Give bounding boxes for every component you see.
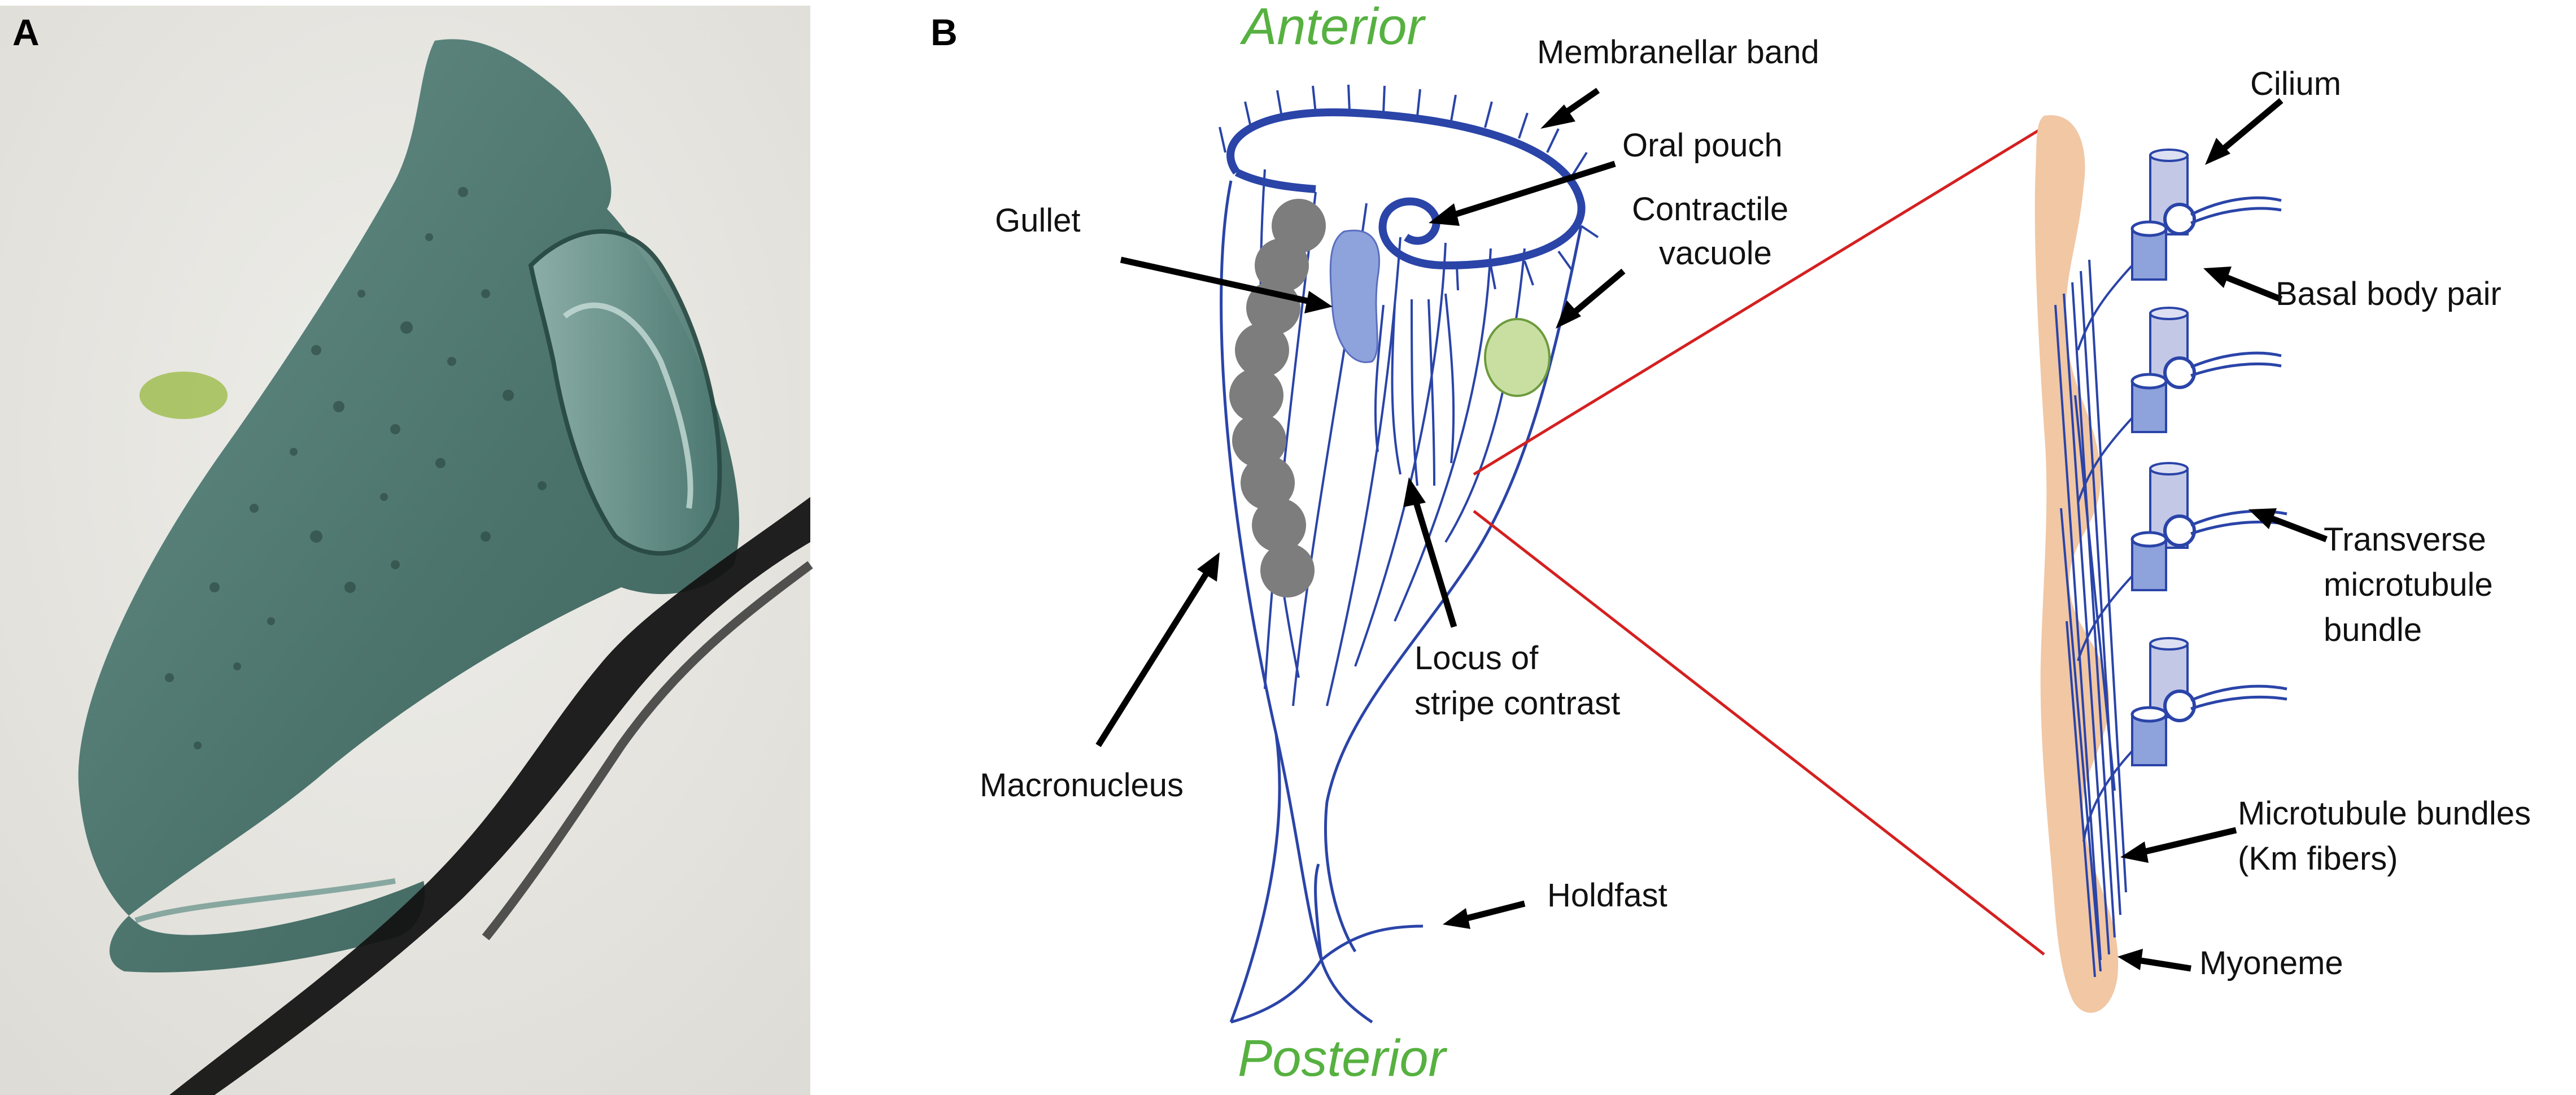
algae-particle <box>139 372 228 419</box>
contractile-vacuole <box>1484 318 1551 397</box>
label-oral-pouch: Oral pouch <box>1622 127 1783 164</box>
label-transverse-1: Transverse <box>2324 521 2486 558</box>
label-holdfast: Holdfast <box>1547 877 1667 914</box>
label-myoneme: Myoneme <box>2199 945 2343 981</box>
cell-outline-left <box>1220 180 1281 1023</box>
arrow-locus <box>1403 477 1457 628</box>
label-posterior: Posterior <box>1238 1029 1447 1087</box>
label-contractile-1: Contractile <box>1632 191 1788 228</box>
label-km-2: (Km fibers) <box>2238 840 2398 877</box>
holdfast-structure <box>1230 734 1424 1024</box>
label-contractile-2: vacuole <box>1659 235 1772 272</box>
ciliary-unit-4 <box>2082 637 2287 842</box>
substrate-strand <box>169 497 810 1095</box>
cortex-detail <box>2034 115 2287 1013</box>
label-anterior: Anterior <box>1239 0 1426 55</box>
arrow-membranellar-band <box>1540 88 1600 129</box>
label-transverse-2: microtubule <box>2324 566 2493 603</box>
label-locus-2: stripe contrast <box>1414 685 1620 722</box>
arrow-gullet <box>1120 256 1333 313</box>
stentor-oral-lip <box>562 302 693 509</box>
membranellar-cilia <box>1219 84 1599 291</box>
arrow-holdfast <box>1443 900 1526 929</box>
arrow-myoneme <box>2117 949 2191 972</box>
cell-diagram <box>1219 84 1599 1024</box>
stentor-tail-inner <box>134 878 396 923</box>
ciliary-unit-1 <box>2077 149 2282 351</box>
micrograph-panel <box>0 6 813 1095</box>
arrow-cilium <box>2205 98 2284 165</box>
arrow-basal-body-pair <box>2203 267 2283 303</box>
label-macronucleus: Macronucleus <box>980 767 1184 804</box>
gullet <box>1329 229 1380 363</box>
label-cilium: Cilium <box>2250 66 2341 102</box>
pointer-arrows <box>1095 88 2328 972</box>
macronucleus-beads <box>1229 199 1326 597</box>
ciliary-unit-3 <box>2077 462 2287 661</box>
arrow-km-fibers <box>2120 827 2237 863</box>
arrow-contractile-vacuole <box>1556 268 1626 329</box>
label-basal-body-pair: Basal body pair <box>2276 276 2501 312</box>
stentor-oral-rim <box>528 229 722 556</box>
cell-outline-right <box>1324 225 1583 953</box>
ciliary-unit-2 <box>2077 307 2282 503</box>
membranellar-band <box>1226 108 1586 270</box>
arrow-oral-pouch <box>1429 160 1616 226</box>
cell-granules <box>165 187 547 749</box>
panel-label-a: A <box>12 11 40 53</box>
label-gullet: Gullet <box>995 202 1081 239</box>
substrate-strand-2 <box>482 561 813 940</box>
label-transverse-3: bundle <box>2324 612 2422 648</box>
labels: Membranellar band Oral pouch Gullet Cont… <box>980 34 2531 981</box>
label-locus-1: Locus of <box>1414 640 1539 677</box>
myoneme <box>2034 115 2119 1013</box>
zoom-lines <box>1473 125 2045 956</box>
label-membranellar-band: Membranellar band <box>1537 34 1819 71</box>
km-fibers <box>2054 259 2127 978</box>
arrow-macronucleus <box>1095 552 1220 747</box>
arrow-transverse-bundle <box>2248 508 2328 543</box>
label-km-1: Microtubule bundles <box>2238 795 2531 832</box>
panel-label-b: B <box>931 11 958 53</box>
